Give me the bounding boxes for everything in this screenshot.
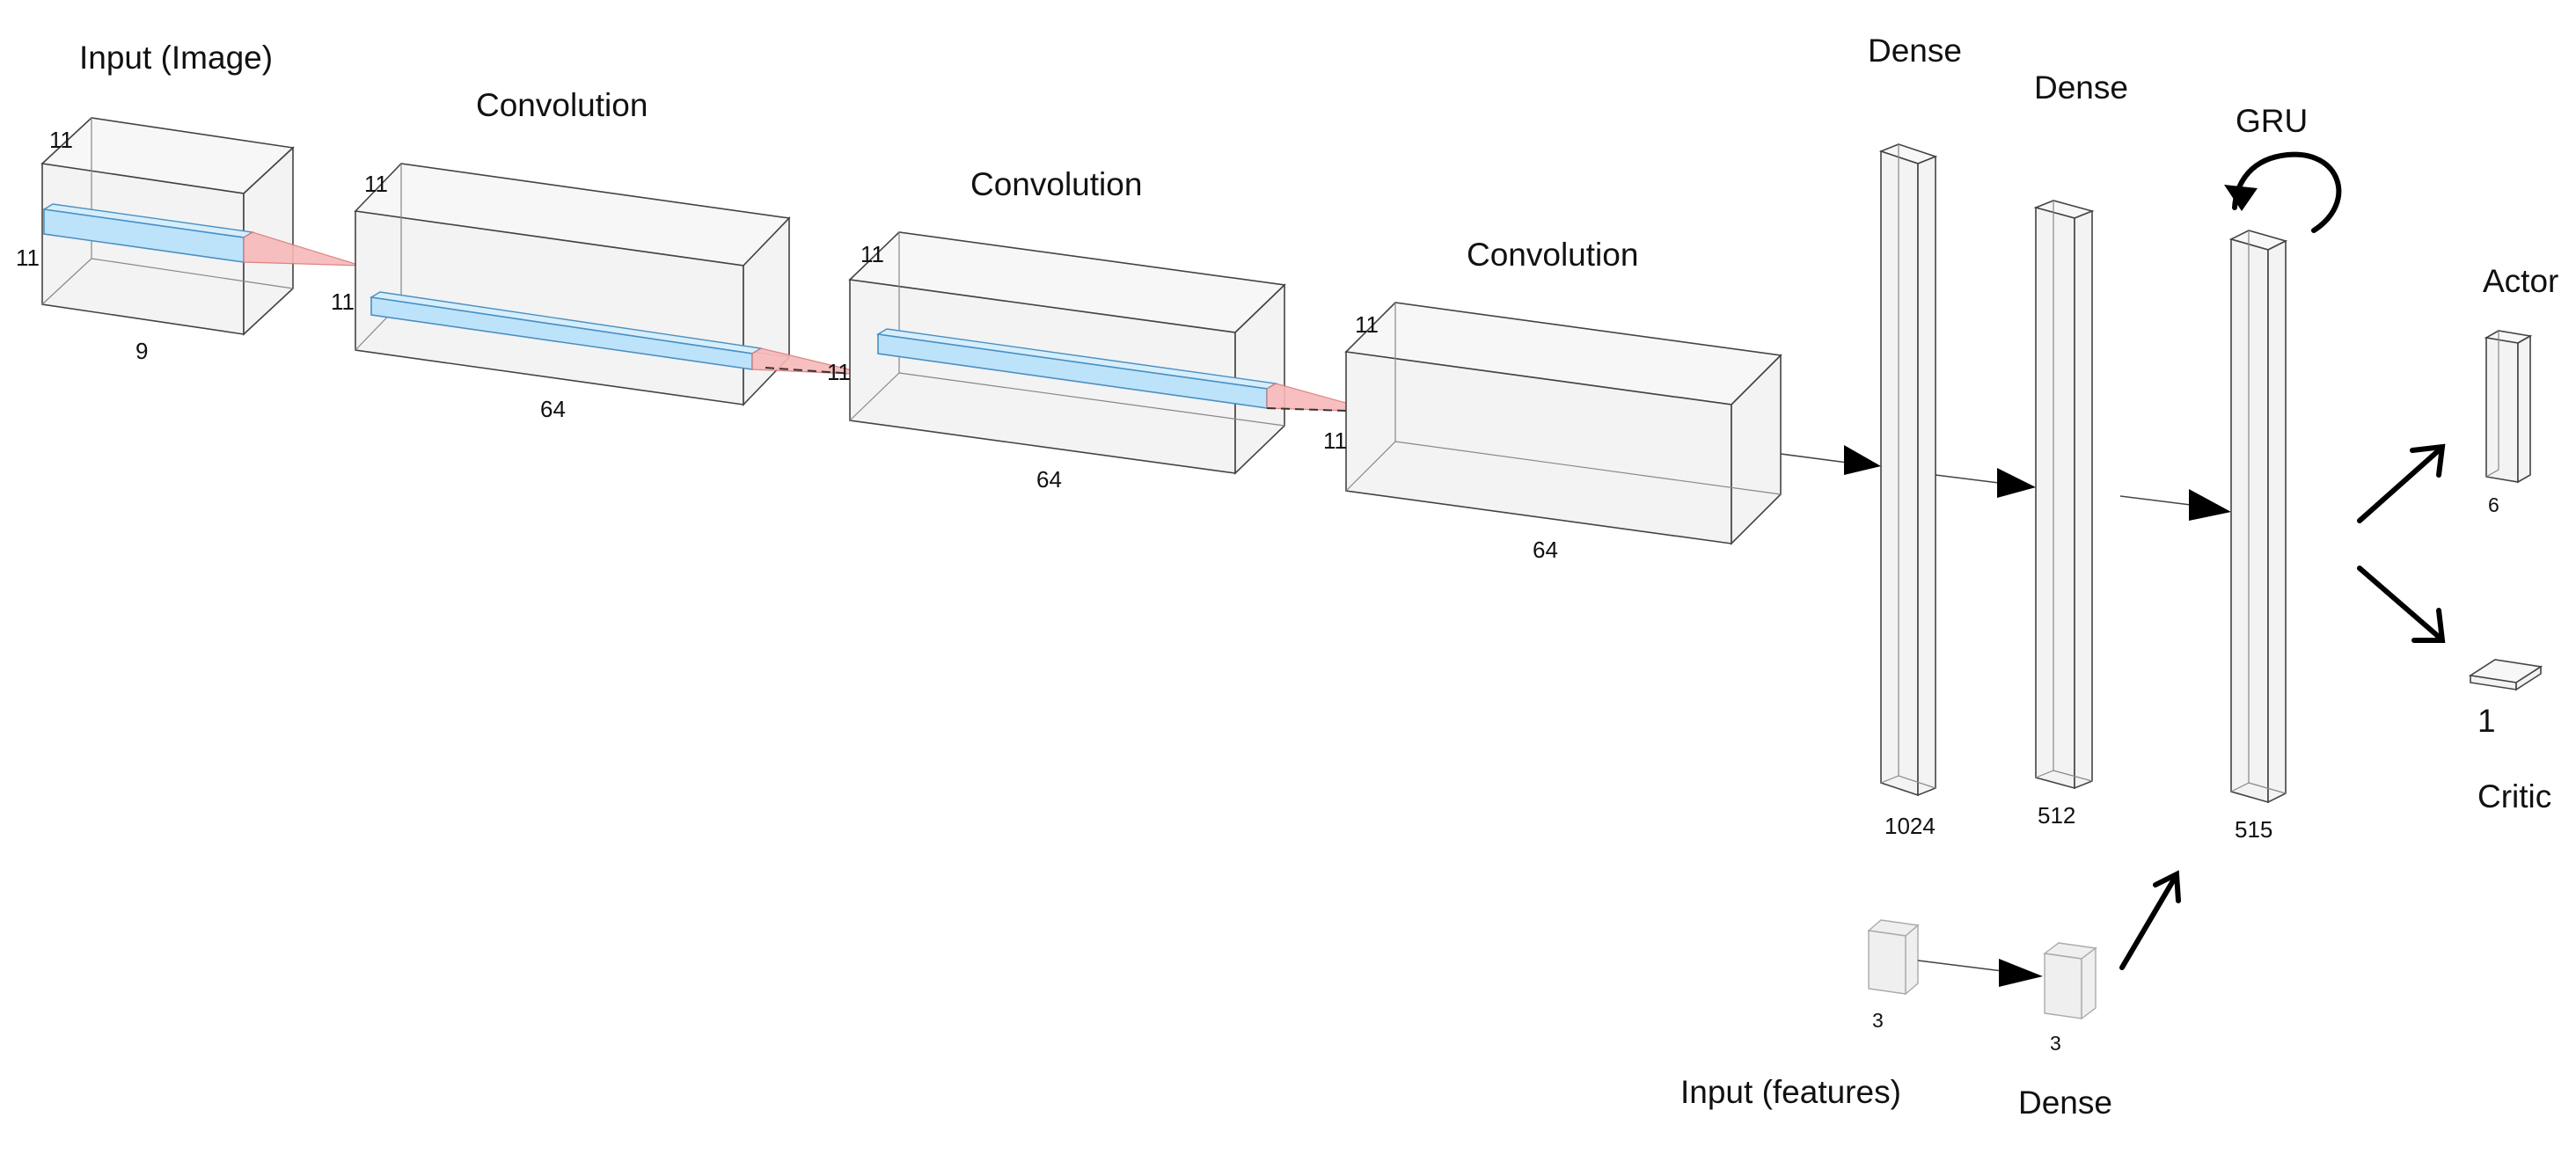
recurrent-loop-arrow <box>2224 151 2342 233</box>
input-width-label: 11 <box>16 245 40 271</box>
dense1-block <box>1878 143 1938 797</box>
input-features-units-label: 3 <box>1872 1009 1884 1032</box>
critic-label: Critic <box>2477 778 2551 814</box>
conv2-block <box>848 231 1379 475</box>
input-image-block <box>40 117 362 336</box>
dense1-units-label: 1024 <box>1884 813 1936 839</box>
receptive-field-cone <box>243 231 362 267</box>
arrow-gru-critic <box>2357 566 2446 643</box>
conv3-width-label: 11 <box>1323 427 1347 454</box>
conv1-label: Convolution <box>476 87 648 123</box>
arrow-gru-actor <box>2357 443 2446 523</box>
dense2-label: Dense <box>2034 69 2128 106</box>
conv1-block <box>354 163 872 406</box>
dense-features-block <box>2043 942 2097 1020</box>
conv2-width-label: 11 <box>827 359 851 385</box>
conv3-label: Convolution <box>1467 237 1638 273</box>
conv3-channels-label: 64 <box>1533 537 1558 563</box>
input-features-block <box>1867 919 1920 996</box>
connection-dense1-dense2 <box>1935 468 2036 498</box>
input-features-label: Input (features) <box>1680 1074 1901 1110</box>
arrow-features-gru <box>2119 870 2181 970</box>
conv2-height-label: 11 <box>860 241 884 267</box>
connection-features-dense <box>1917 959 2043 987</box>
conv3-block <box>1344 302 1782 545</box>
dense-features-units-label: 3 <box>2050 1032 2061 1055</box>
connection-conv3-dense1 <box>1780 445 1881 475</box>
conv3-height-label: 11 <box>1355 311 1379 338</box>
critic-block <box>2468 659 2543 691</box>
gru-units-label: 515 <box>2235 816 2272 843</box>
dense2-block <box>2033 200 2095 790</box>
gru-label: GRU <box>2236 103 2308 139</box>
gru-block <box>2228 230 2288 804</box>
conv2-label: Convolution <box>970 166 1142 202</box>
dense1-label: Dense <box>1868 33 1962 69</box>
connection-dense2-gru <box>2119 489 2231 521</box>
actor-block <box>2484 330 2533 484</box>
actor-label: Actor <box>2483 263 2558 299</box>
conv2-channels-label: 64 <box>1036 466 1062 493</box>
input-height-label: 11 <box>49 127 73 153</box>
critic-units-label: 1 <box>2477 703 2496 739</box>
dense-features-label: Dense <box>2018 1085 2112 1121</box>
conv1-channels-label: 64 <box>540 396 566 422</box>
actor-units-label: 6 <box>2488 493 2499 516</box>
input-image-label: Input (Image) <box>79 40 273 76</box>
dense2-units-label: 512 <box>2038 802 2075 829</box>
conv1-height-label: 11 <box>364 171 388 197</box>
input-channels-label: 9 <box>135 338 148 364</box>
conv1-width-label: 11 <box>331 288 355 315</box>
